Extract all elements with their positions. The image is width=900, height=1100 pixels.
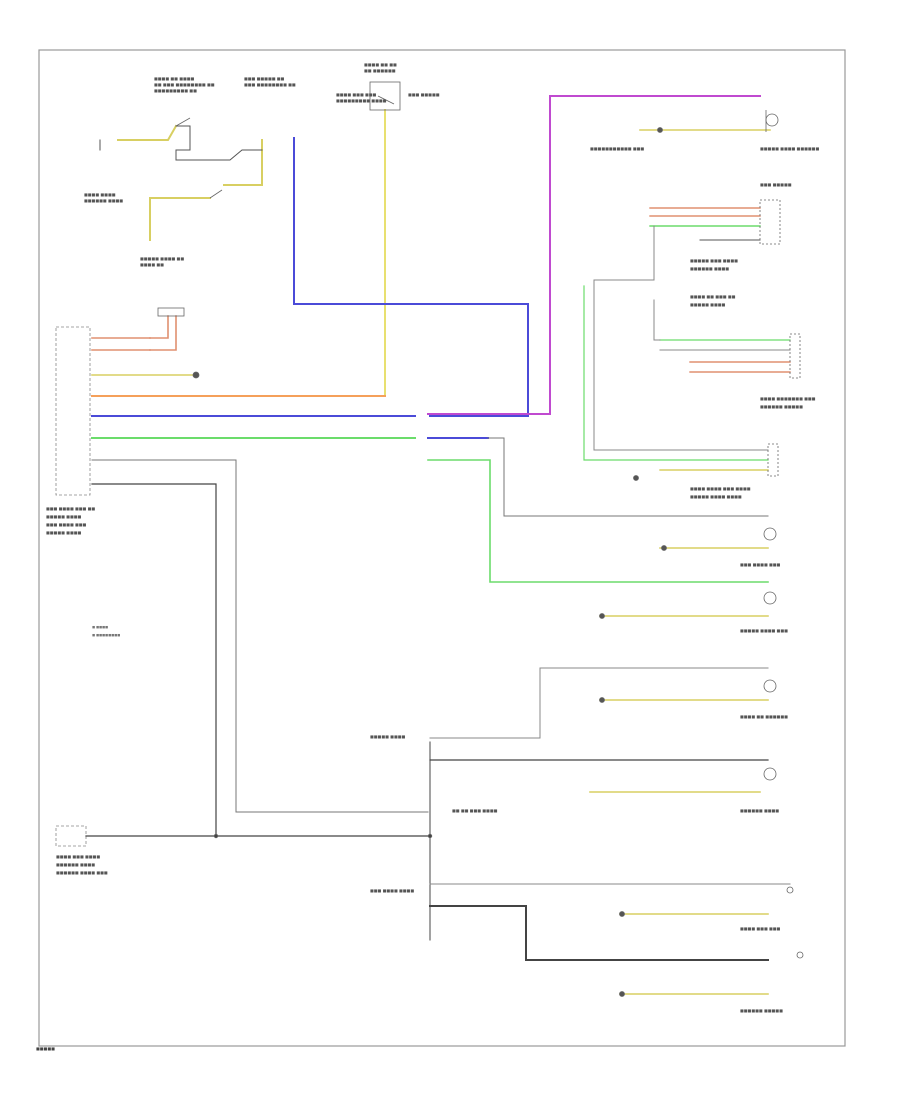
- wire-black-1: [91, 483, 429, 837]
- label-41: ■■ ■■ ■■■ ■■■■: [452, 808, 498, 813]
- label-02: ■■ ■■■ ■■■■■■■■ ■■: [154, 82, 215, 87]
- wire-lower-7: [429, 905, 769, 961]
- wire-blue-top: [293, 137, 529, 417]
- wire-right-harness-12: [653, 299, 661, 341]
- switch-top-2: [209, 189, 223, 199]
- label-24: ■■■■ ■■■■ ■■■ ■■■■: [690, 486, 751, 491]
- label-39: ■■■■■ ■■■■: [370, 734, 406, 739]
- connector-right-mid: [789, 333, 801, 379]
- label-17: ■■■ ■■■■■: [760, 182, 792, 187]
- wire-module-pin-3: [149, 315, 169, 339]
- label-33: ■■■■■ ■■■■: [46, 514, 82, 519]
- lamp-backup-2: [763, 591, 777, 605]
- label-29: ■■■■■■ ■■■■: [740, 808, 779, 813]
- label-37: ■■■■■■ ■■■■: [56, 862, 95, 867]
- label-13: ■■■■■ ■■■■ ■■: [140, 256, 184, 261]
- label-19: ■■■■■■ ■■■■: [690, 266, 729, 271]
- label-18: ■■■■■ ■■■ ■■■■: [690, 258, 738, 263]
- label-01: ■■■■ ■■ ■■■■: [154, 76, 195, 81]
- junction-2: [427, 833, 433, 839]
- label-32: ■■■ ■■■■ ■■■ ■■: [46, 506, 95, 511]
- ground-2: [657, 127, 663, 133]
- wire-lower-1: [429, 667, 769, 739]
- label-27: ■■■■■ ■■■■ ■■■: [740, 628, 788, 633]
- components: [157, 81, 804, 997]
- label-28: ■■■■ ■■ ■■■■■■: [740, 714, 788, 719]
- label-36: ■■■■ ■■■ ■■■■: [56, 854, 100, 859]
- wire-violet: [429, 95, 761, 415]
- label-43: ■ ■■■■■■■■: [92, 633, 120, 637]
- left-module-box: [55, 326, 91, 496]
- label-16: ■■■■■ ■■■■ ■■■■■■: [760, 146, 819, 151]
- connector-module-top: [157, 307, 185, 317]
- label-26: ■■■ ■■■■ ■■■: [740, 562, 781, 567]
- lamp-backup-1: [763, 527, 777, 541]
- ground-7: [619, 911, 625, 917]
- lamp-backup-3: [763, 679, 777, 693]
- wire-top-yellow-1: [117, 124, 178, 141]
- label-09: ■■■■■■■■■ ■■■■: [336, 98, 387, 103]
- label-06: ■■■■ ■■ ■■: [364, 62, 397, 67]
- wire-module-pin-4: [149, 315, 177, 351]
- label-40: ■■■ ■■■■ ■■■■: [370, 888, 414, 893]
- label-14: ■■■■ ■■: [140, 262, 164, 267]
- lamp-top-right: [765, 113, 779, 127]
- ground-5: [599, 613, 605, 619]
- wire-right-harness-5: [593, 225, 655, 451]
- label-11: ■■■■ ■■■■: [84, 192, 116, 197]
- label-03: ■■■■■■■■■ ■■: [154, 88, 197, 93]
- wire-top-dark-2: [175, 149, 263, 161]
- wire-right-harness-6: [583, 285, 769, 461]
- wire-top-yellow-4: [223, 139, 263, 186]
- label-12: ■■■■■■ ■■■■: [84, 198, 123, 203]
- label-25: ■■■■■ ■■■■ ■■■■: [690, 494, 742, 499]
- label-23: ■■■■■■ ■■■■■: [760, 404, 803, 409]
- relay-top: [369, 81, 401, 111]
- label-31: ■■■■■■ ■■■■■: [740, 1008, 783, 1013]
- label-30: ■■■■ ■■■ ■■■: [740, 926, 781, 931]
- lamp-backup-6: [796, 951, 804, 959]
- wire-green-right: [427, 459, 769, 583]
- diagram-frame: [38, 49, 846, 1047]
- labels: ■■■■ ■■ ■■■■ ■■ ■■■ ■■■■■■■■ ■■ ■■■■■■■■…: [46, 62, 819, 1013]
- wire-top-dark-1: [175, 125, 191, 161]
- label-38: ■■■■■■ ■■■■ ■■■: [56, 870, 108, 875]
- label-21: ■■■■■ ■■■■: [690, 302, 726, 307]
- footer-code: ■■■■■: [36, 1046, 55, 1051]
- wires: [85, 95, 791, 995]
- ground-8: [619, 991, 625, 997]
- label-35: ■■■■■ ■■■■: [46, 530, 82, 535]
- label-04: ■■■ ■■■■■ ■■: [244, 76, 285, 81]
- connector-right-lower: [767, 443, 779, 477]
- wire-gray-1: [91, 459, 429, 813]
- ground-1: [192, 371, 200, 379]
- switch-top-1: [175, 117, 191, 127]
- label-05: ■■■ ■■■■■■■■ ■■: [244, 82, 296, 87]
- connector-right-upper: [759, 199, 781, 245]
- lamp-backup-5: [786, 886, 794, 894]
- ground-4: [661, 545, 667, 551]
- label-34: ■■■ ■■■■ ■■■: [46, 522, 87, 527]
- bottom-left-module-box: [55, 825, 87, 847]
- junction-1: [213, 833, 219, 839]
- relay-top-contact: [377, 95, 395, 105]
- label-08: ■■■■ ■■■ ■■■: [336, 92, 377, 97]
- wire-gray-right-1: [487, 437, 769, 517]
- label-42: ■ ■■■■: [92, 625, 108, 629]
- ground-6: [599, 697, 605, 703]
- label-22: ■■■■ ■■■■■■■ ■■■: [760, 396, 816, 401]
- label-07: ■■ ■■■■■■: [364, 68, 396, 73]
- lamp-backup-4: [763, 767, 777, 781]
- label-10: ■■■ ■■■■■: [408, 92, 440, 97]
- label-20: ■■■■ ■■ ■■■ ■■: [690, 294, 736, 299]
- ground-3: [633, 475, 639, 481]
- label-15: ■■■■■■■■■■■ ■■■: [590, 146, 644, 151]
